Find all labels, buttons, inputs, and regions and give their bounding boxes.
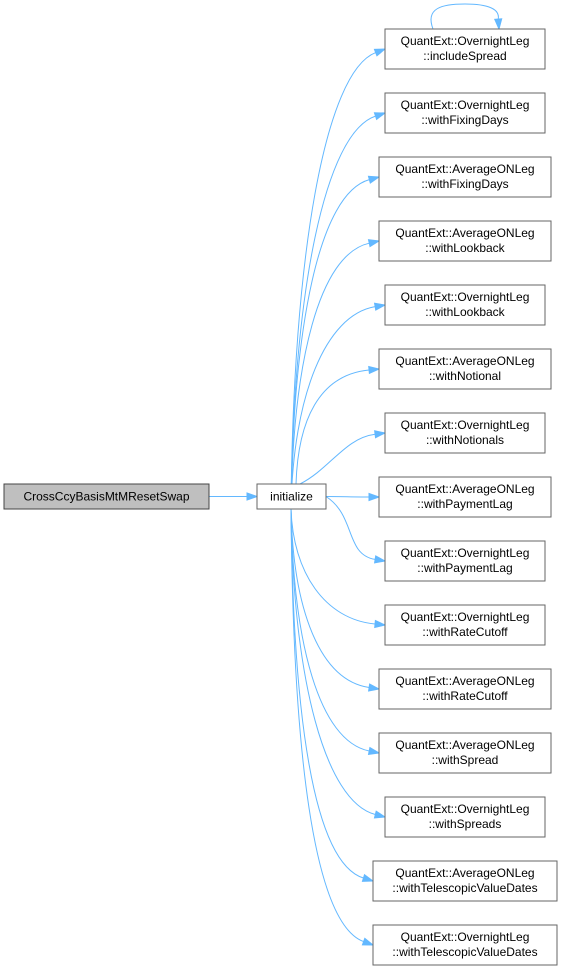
edge-arrowhead <box>374 619 387 629</box>
edge-initialize-target-12 <box>290 508 376 815</box>
node-label-line2: ::withRateCutoff <box>422 689 508 703</box>
edge-arrowhead <box>494 18 503 31</box>
edge-initialize-target-0 <box>290 52 376 510</box>
node-label: initialize <box>270 490 313 504</box>
edge-initialize-target-2 <box>290 179 370 510</box>
edge-initialize-target-5 <box>295 369 370 485</box>
node-target-8[interactable]: QuantExt::OvernightLeg::withPaymentLag <box>384 540 546 582</box>
targets-layer: QuantExt::OvernightLeg::includeSpreadQua… <box>372 28 558 966</box>
node-target-13[interactable]: QuantExt::AverageONLeg::withTelescopicVa… <box>372 860 558 902</box>
node-label: CrossCcyBasisMtMResetSwap <box>23 490 189 504</box>
node-target-10[interactable]: QuantExt::AverageONLeg::withRateCutoff <box>378 668 552 710</box>
node-label-line2: ::withNotionals <box>426 433 504 447</box>
node-label-line2: ::withLookback <box>425 305 505 319</box>
node-label-line2: ::withLookback <box>425 241 505 255</box>
edges-layer <box>209 3 503 946</box>
node-label-line2: ::withNotional <box>429 369 501 383</box>
node-label-line1: QuantExt::AverageONLeg <box>395 674 534 688</box>
edge-target-0-self <box>430 3 499 30</box>
node-label-line2: ::withSpreads <box>429 817 502 831</box>
edge-arrowhead <box>373 555 387 564</box>
node-label-line1: QuantExt::OvernightLeg <box>401 610 530 624</box>
node-target-9[interactable]: QuantExt::OvernightLeg::withRateCutoff <box>384 604 546 646</box>
edge-arrowhead <box>246 492 259 501</box>
node-label-line1: QuantExt::AverageONLeg <box>395 226 534 240</box>
node-label-line1: QuantExt::AverageONLeg <box>395 354 534 368</box>
node-target-14[interactable]: QuantExt::OvernightLeg::withTelescopicVa… <box>372 924 558 966</box>
node-target-12[interactable]: QuantExt::OvernightLeg::withSpreads <box>384 796 546 838</box>
node-label-line1: QuantExt::OvernightLeg <box>401 418 530 432</box>
node-label-line2: ::withRateCutoff <box>422 625 508 639</box>
node-label-line1: QuantExt::OvernightLeg <box>401 930 530 944</box>
node-initialize[interactable]: initialize <box>256 483 327 510</box>
node-crossccybasismtmresetswap[interactable]: CrossCcyBasisMtMResetSwap <box>3 483 210 510</box>
node-target-3[interactable]: QuantExt::AverageONLeg::withLookback <box>378 220 552 262</box>
node-label-line1: QuantExt::AverageONLeg <box>395 162 534 176</box>
node-label-line1: QuantExt::AverageONLeg <box>395 482 534 496</box>
edge-arrowhead <box>373 48 387 57</box>
node-label-line2: ::withPaymentLag <box>417 497 512 511</box>
node-target-7[interactable]: QuantExt::AverageONLeg::withPaymentLag <box>378 476 552 518</box>
edge-initialize-target-10 <box>290 508 370 689</box>
node-label-line1: QuantExt::OvernightLeg <box>401 802 530 816</box>
node-target-5[interactable]: QuantExt::AverageONLeg::withNotional <box>378 348 552 390</box>
node-target-0[interactable]: QuantExt::OvernightLeg::includeSpread <box>384 28 546 70</box>
node-label-line2: ::includeSpread <box>423 49 506 63</box>
node-target-11[interactable]: QuantExt::AverageONLeg::withSpread <box>378 732 552 774</box>
node-label-line1: QuantExt::AverageONLeg <box>395 866 534 880</box>
edge-initialize-target-14 <box>290 508 364 943</box>
node-label-line2: ::withTelescopicValueDates <box>392 881 537 895</box>
edge-initialize-target-9 <box>290 508 376 625</box>
node-label-line1: QuantExt::OvernightLeg <box>401 34 530 48</box>
edge-initialize-target-8 <box>325 496 376 560</box>
node-label-line2: ::withSpread <box>432 753 499 767</box>
edge-arrowhead <box>368 365 381 375</box>
edge-arrowhead <box>373 112 387 121</box>
node-target-4[interactable]: QuantExt::OvernightLeg::withLookback <box>384 284 546 326</box>
edge-initialize-target-11 <box>290 508 370 752</box>
edge-arrowhead <box>367 746 381 756</box>
node-label-line2: ::withPaymentLag <box>417 561 512 575</box>
edge-arrowhead <box>361 873 375 882</box>
edge-arrowhead <box>374 430 387 439</box>
node-target-1[interactable]: QuantExt::OvernightLeg::withFixingDays <box>384 92 546 134</box>
node-label-line1: QuantExt::OvernightLeg <box>401 98 530 112</box>
node-label-line1: QuantExt::OvernightLeg <box>401 290 530 304</box>
edge-arrowhead <box>367 683 381 692</box>
edge-arrowhead <box>368 492 381 502</box>
edge-arrowhead <box>367 175 381 184</box>
edge-arrowhead <box>373 302 387 311</box>
edge-arrowhead <box>361 937 375 946</box>
edge-arrowhead <box>373 810 387 819</box>
node-label-line1: QuantExt::AverageONLeg <box>395 738 534 752</box>
edge-initialize-target-3 <box>290 242 370 510</box>
node-target-6[interactable]: QuantExt::OvernightLeg::withNotionals <box>384 412 546 454</box>
edge-initialize-target-6 <box>299 433 376 485</box>
edge-initialize-target-4 <box>290 306 376 510</box>
node-target-2[interactable]: QuantExt::AverageONLeg::withFixingDays <box>378 156 552 198</box>
node-label-line2: ::withTelescopicValueDates <box>392 945 537 959</box>
edge-initialize-target-1 <box>290 115 376 510</box>
node-label-line1: QuantExt::OvernightLeg <box>401 546 530 560</box>
edge-arrowhead <box>367 239 381 248</box>
node-label-line2: ::withFixingDays <box>421 177 508 191</box>
node-label-line2: ::withFixingDays <box>421 113 508 127</box>
